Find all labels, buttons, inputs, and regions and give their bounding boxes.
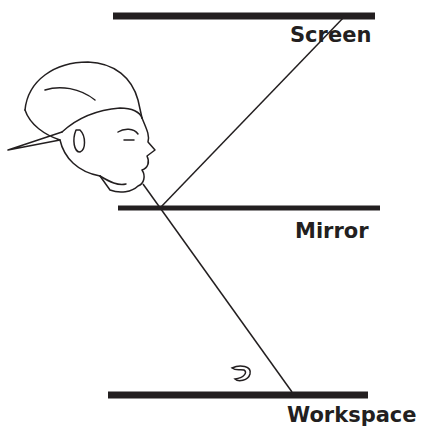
workspace-bar (108, 392, 368, 399)
jaw-line (60, 140, 100, 176)
eye (118, 129, 138, 140)
screen-bar (113, 13, 375, 20)
part-label: Screen (290, 24, 371, 47)
part-label: Mirror (295, 220, 369, 243)
cap-seam (45, 88, 95, 100)
head-sketch (8, 62, 155, 192)
apparatus-lines (108, 16, 380, 395)
sight-line (143, 184, 292, 392)
cap-brim (8, 110, 62, 150)
ear (74, 130, 85, 152)
cap-edge (62, 108, 142, 132)
mirror-bar (118, 206, 380, 211)
face-profile (100, 118, 155, 192)
chin (100, 176, 126, 185)
part-label: Workspace (287, 404, 417, 427)
cap-outline (25, 62, 142, 118)
hand-sketch (232, 366, 250, 381)
